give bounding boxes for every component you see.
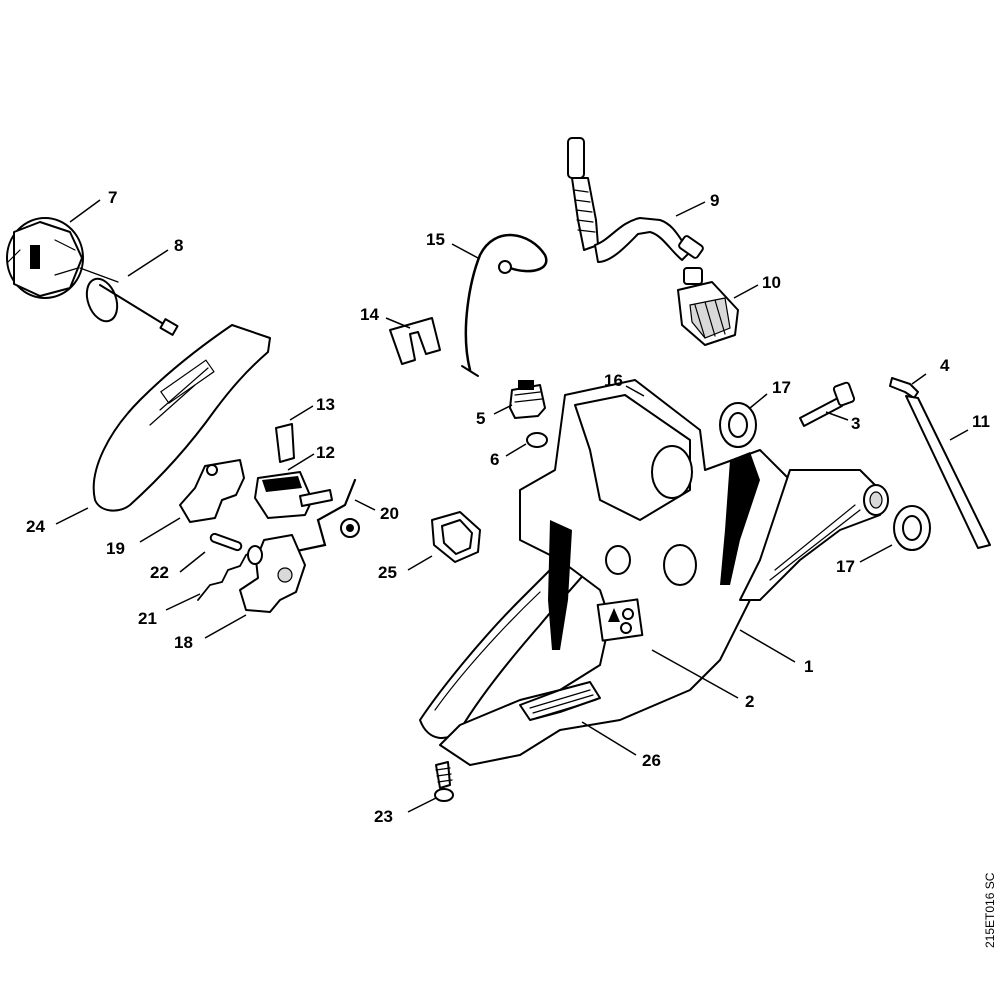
leader-lines <box>55 199 969 813</box>
part-23-plug <box>434 761 454 802</box>
callout-3: 3 <box>851 414 860 433</box>
callout-15: 15 <box>426 230 445 249</box>
part-24-cover <box>92 324 271 512</box>
callout-21: 21 <box>138 609 157 628</box>
callout-19: 19 <box>106 539 125 558</box>
callout-6: 6 <box>490 450 499 469</box>
callout-11: 11 <box>972 412 990 431</box>
callout-12: 12 <box>316 443 335 462</box>
part-22-pin <box>209 532 243 552</box>
callout-20: 20 <box>380 504 399 523</box>
part-15-cable <box>461 233 548 377</box>
part-14-bracket <box>389 317 441 365</box>
callout-17a: 17 <box>772 378 791 397</box>
callout-5: 5 <box>476 409 485 428</box>
drawing-code: 215ET016 SC <box>983 872 997 948</box>
part-26-plate <box>519 681 601 721</box>
callout-4: 4 <box>940 356 950 375</box>
callout-25: 25 <box>378 563 397 582</box>
part-8-oring <box>85 277 179 336</box>
part-17-seal-b <box>893 505 931 551</box>
part-25-gasket <box>431 511 481 563</box>
part-18-lever <box>239 534 306 613</box>
callout-22: 22 <box>150 563 169 582</box>
part-19-trigger <box>179 459 245 523</box>
part-1-housing <box>419 379 889 766</box>
callout-10: 10 <box>762 273 781 292</box>
callout-7: 7 <box>108 188 117 207</box>
callout-24: 24 <box>26 517 45 536</box>
part-11-tube <box>905 395 991 549</box>
callout-9: 9 <box>710 191 719 210</box>
part-4-elbow <box>889 377 919 399</box>
callouts: 1 2 3 4 5 6 7 8 9 10 11 12 13 14 15 16 1… <box>26 188 990 826</box>
part-3-screw <box>799 381 856 427</box>
callout-14: 14 <box>360 305 379 324</box>
part-7-assembly <box>6 217 119 299</box>
callout-2: 2 <box>745 692 754 711</box>
part-5-cap <box>509 380 546 419</box>
callout-16: 16 <box>604 371 623 390</box>
part-17-seal-a <box>719 402 757 448</box>
callout-17b: 17 <box>836 557 855 576</box>
part-10-filter <box>677 267 739 346</box>
part-13-clip <box>275 423 295 463</box>
callout-23: 23 <box>374 807 393 826</box>
callout-18: 18 <box>174 633 193 652</box>
callout-13: 13 <box>316 395 335 414</box>
callout-1: 1 <box>804 657 813 676</box>
part-21-spring <box>197 549 256 601</box>
callout-8: 8 <box>174 236 183 255</box>
part-12-switch <box>254 471 333 519</box>
part-6-oring <box>526 432 548 448</box>
callout-26: 26 <box>642 751 661 770</box>
part-9-hose <box>567 137 704 263</box>
